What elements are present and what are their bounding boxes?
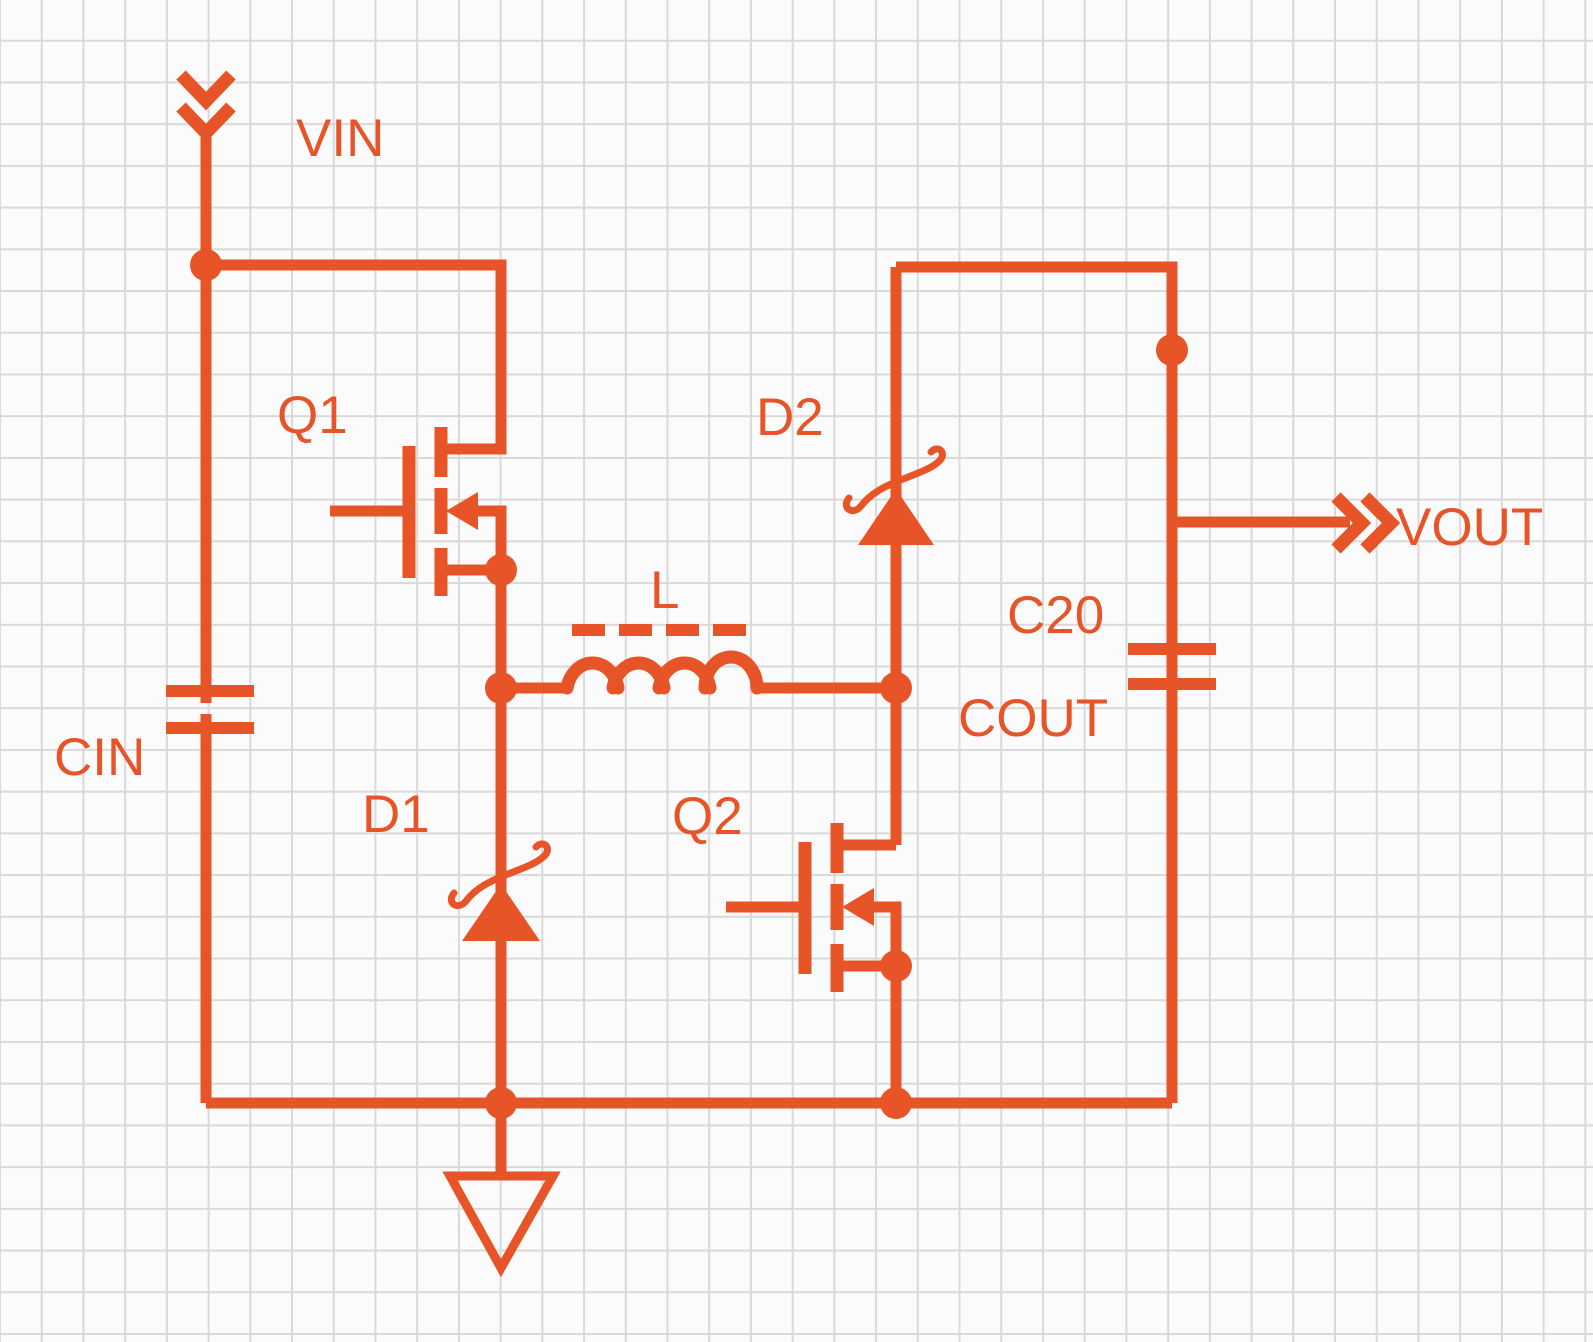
d2-triangle-icon [858,489,934,545]
junction-dot-switch-right [880,672,912,704]
l-coil-icon [560,650,764,695]
d1-diode: D1 [362,785,551,941]
d1-squiggle-icon [447,840,551,909]
q2-mosfet: Q2 [672,787,902,992]
junction-dot-q1-source [485,554,517,586]
ground-symbol [442,1103,561,1278]
q2-body-arrow-icon [842,888,874,926]
q2-label: Q2 [672,787,743,846]
d1-label: D1 [362,785,430,844]
cin-label: CIN [54,728,145,787]
junction-dot-vin [190,249,222,281]
q1-body-arrow-icon [446,492,478,530]
vout-label: VOUT [1396,498,1543,557]
vout-chevron-icon [1331,492,1372,554]
vin-label: VIN [296,109,384,168]
vout-port: VOUT [1172,492,1543,557]
q1-label: Q1 [277,386,348,445]
vin-chevron-icon [176,70,236,111]
cout-label: COUT [958,689,1108,748]
l-label: L [650,561,679,620]
d2-label: D2 [756,388,824,447]
vout-chevron-icon [1360,492,1401,554]
vin-port: VIN [176,70,384,265]
q1-body-lead [474,505,507,570]
l-inductor: L [560,561,764,695]
ground-triangle-icon [442,1171,561,1278]
cout-capacitor: C20 COUT [958,586,1216,748]
junction-dot-switch-left [485,672,517,704]
junction-dot-gnd-right [880,1087,912,1119]
d1-triangle-icon [462,884,540,941]
wires [200,259,1178,1109]
junction-dots [190,249,1188,1119]
d2-squiggle-icon [842,445,946,514]
junction-dot-q2-source [880,950,912,982]
cin-capacitor: CIN [54,685,254,787]
top-right-wire [896,261,1178,1103]
d2-diode: D2 [756,388,946,545]
q2-body-lead [870,901,902,966]
junction-dot-gnd-left [485,1087,517,1119]
top-left-wire [206,259,507,455]
q1-mosfet: Q1 [277,386,507,596]
c20-label: C20 [1007,586,1104,645]
junction-dot-out-rail [1156,334,1188,366]
